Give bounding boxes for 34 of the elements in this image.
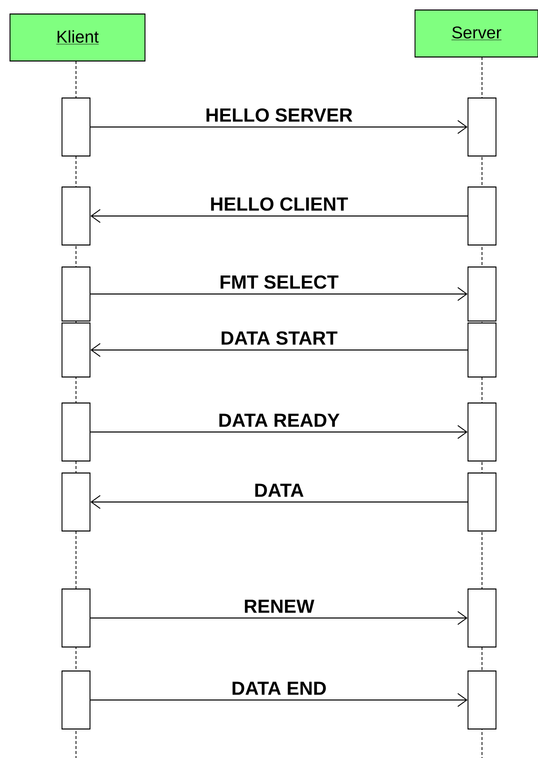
message-arrow (90, 425, 468, 439)
activation-box (62, 588, 90, 648)
message-label: RENEW (244, 600, 314, 613)
activation-box (62, 472, 90, 532)
message-arrow (90, 287, 468, 301)
activation-box (62, 266, 90, 322)
message-label: HELLO CLIENT (211, 197, 348, 211)
message-label: DATA START (222, 331, 338, 345)
message-arrow (90, 343, 468, 357)
lifeline-header: Server (414, 10, 538, 58)
message-label: DATA READY (219, 414, 340, 427)
activation-box (468, 588, 496, 648)
activation-box (62, 186, 90, 246)
activation-box (468, 322, 496, 378)
activation-box (62, 98, 90, 156)
message-arrow (90, 495, 468, 509)
activation-box (468, 186, 496, 246)
activation-box (62, 322, 90, 378)
message-label: HELLO SERVER (206, 108, 352, 122)
message-arrow (90, 209, 468, 223)
activation-box (468, 670, 496, 730)
message-arrow (90, 611, 468, 625)
activation-box (62, 670, 90, 730)
activation-box (62, 402, 90, 462)
message-label: DATA END (232, 682, 326, 695)
message-arrow (90, 693, 468, 707)
message-label: FMT SELECT (220, 275, 338, 289)
activation-box (468, 266, 496, 322)
message-arrow (90, 120, 468, 134)
message-label: DATA (255, 484, 304, 497)
activation-box (468, 98, 496, 156)
activation-box (468, 472, 496, 532)
lifeline-header: Klient (10, 14, 146, 62)
activation-box (468, 402, 496, 462)
